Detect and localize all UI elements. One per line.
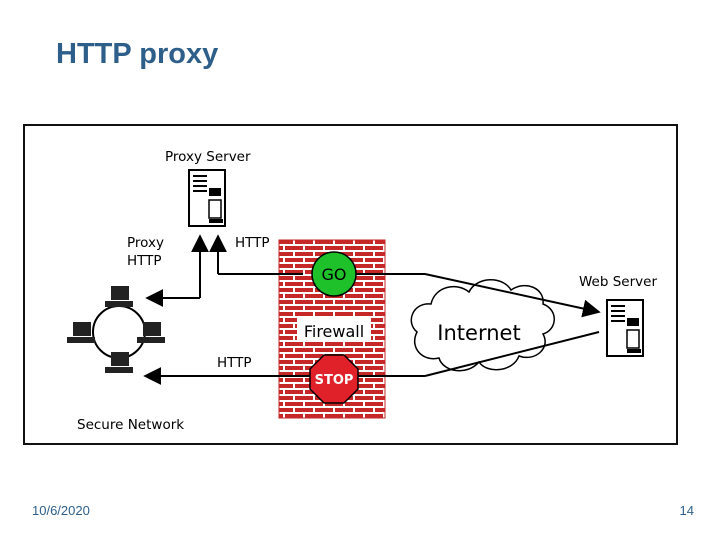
proxy-http-label-line2: HTTP xyxy=(127,253,162,269)
footer-date: 10/6/2020 xyxy=(32,503,90,518)
web-server-label: Web Server xyxy=(579,274,657,290)
proxy-server-label: Proxy Server xyxy=(165,149,251,165)
proxy-server-icon xyxy=(188,169,226,227)
web-server-icon xyxy=(606,299,644,357)
go-label: GO xyxy=(322,265,347,284)
slide-title: HTTP proxy xyxy=(56,38,219,70)
secure-network-label: Secure Network xyxy=(77,417,184,433)
internet-cloud xyxy=(410,279,555,372)
http-bottom-label: HTTP xyxy=(217,355,252,371)
proxy-http-label-line1: Proxy xyxy=(127,235,164,251)
secure-network-icon xyxy=(67,286,165,373)
internet-label: Internet xyxy=(437,321,520,345)
http-top-label: HTTP xyxy=(235,235,270,251)
page-number: 14 xyxy=(679,503,694,518)
stop-label: STOP xyxy=(315,373,354,388)
proxy-diagram: Proxy Server Web Server Proxy HTTP HTTP … xyxy=(23,124,678,445)
firewall-label: Firewall xyxy=(304,322,364,341)
diagram-canvas: Proxy Server Web Server Proxy HTTP HTTP … xyxy=(67,149,657,433)
